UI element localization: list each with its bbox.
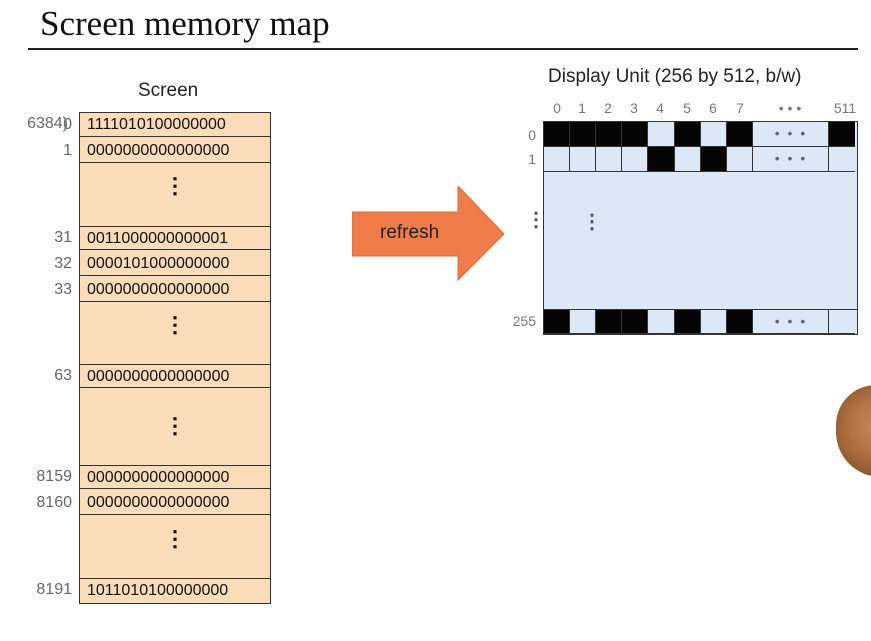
pixel-row255-col-1 bbox=[570, 310, 596, 334]
pixel-row0-col-7 bbox=[727, 122, 753, 147]
base-address-label: 6384) bbox=[27, 115, 68, 132]
pixel-ellipsis-dots: • • • bbox=[774, 125, 808, 141]
pixel-ellipsis-dots: • • • bbox=[774, 313, 808, 329]
pixel-row0-col-4 bbox=[648, 122, 675, 147]
memory-word-32: 0000101000000000 bbox=[80, 252, 270, 276]
col-label-2: 2 bbox=[604, 100, 612, 116]
pixel-row255-col-4 bbox=[648, 310, 675, 334]
pixel-row1-col-4 bbox=[648, 147, 675, 172]
row-label-ellipsis: ⋮ bbox=[526, 209, 546, 231]
memory-word-31: 0011000000000001 bbox=[80, 226, 270, 250]
pixel-row0-col-6 bbox=[701, 122, 727, 147]
pixel-ellipsis-dots: • • • bbox=[774, 150, 808, 166]
col-label-3: 3 bbox=[630, 100, 638, 116]
address-8160: 8160 bbox=[36, 494, 72, 511]
pixel-row255-col-7 bbox=[727, 310, 753, 334]
screen-memory-column: 1111010100000000 0000000000000000 ⋮ 0011… bbox=[79, 112, 271, 604]
col-label-7: 7 bbox=[736, 100, 744, 116]
pixel-row1-col-9 bbox=[829, 147, 855, 172]
refresh-arrow bbox=[352, 186, 505, 282]
memory-ellipsis-2: ⋮ bbox=[164, 312, 186, 337]
memory-word-8191: 1011010100000000 bbox=[80, 578, 270, 602]
memory-word-1: 0000000000000000 bbox=[80, 139, 270, 163]
address-33: 33 bbox=[54, 281, 72, 298]
memory-ellipsis-3: ⋮ bbox=[164, 413, 186, 438]
address-8191: 8191 bbox=[36, 581, 72, 598]
page-title: Screen memory map bbox=[40, 4, 330, 43]
presenter-hand bbox=[836, 385, 871, 477]
display-unit-label: Display Unit (256 by 512, b/w) bbox=[548, 66, 802, 87]
address-63: 63 bbox=[54, 367, 72, 384]
address-1: 1 bbox=[63, 142, 72, 159]
pixel-row1-col-0 bbox=[544, 147, 570, 172]
col-label-0: 0 bbox=[553, 100, 561, 116]
pixel-row255-col-5 bbox=[675, 310, 701, 334]
pixel-row0-col-0 bbox=[544, 122, 570, 147]
col-label-1: 1 bbox=[578, 100, 586, 116]
pixel-ellipsis-row1: • • • bbox=[753, 147, 829, 172]
display-inner-ellipsis: ⋮ bbox=[582, 211, 602, 233]
row-label-0: 0 bbox=[528, 127, 536, 143]
row-label-1: 1 bbox=[528, 151, 536, 167]
row-label-255: 255 bbox=[512, 313, 536, 329]
pixel-row1-col-3 bbox=[622, 147, 648, 172]
memory-ellipsis-1: ⋮ bbox=[164, 173, 186, 198]
pixel-row1-col-7 bbox=[727, 147, 753, 172]
refresh-label: refresh bbox=[380, 222, 440, 243]
col-label-4: 4 bbox=[656, 100, 664, 116]
title-divider bbox=[28, 48, 858, 50]
address-0: 0 bbox=[63, 116, 72, 133]
memory-word-63: 0000000000000000 bbox=[80, 364, 270, 388]
col-label-511: 511 bbox=[833, 100, 857, 116]
pixel-row255-col-0 bbox=[544, 310, 570, 334]
pixel-row255-col-3 bbox=[622, 310, 648, 334]
memory-word-8159: 0000000000000000 bbox=[80, 465, 270, 489]
memory-word-33: 0000000000000000 bbox=[80, 278, 270, 302]
pixel-row0-col-9 bbox=[829, 122, 855, 147]
pixel-row0-col-2 bbox=[596, 122, 622, 147]
pixel-ellipsis-row0: • • • bbox=[753, 122, 829, 147]
grid-separator bbox=[544, 309, 857, 310]
pixel-row255-col-6 bbox=[701, 310, 727, 334]
col-label-6: 6 bbox=[709, 100, 717, 116]
pixel-row0-col-1 bbox=[570, 122, 596, 147]
memory-ellipsis-4: ⋮ bbox=[164, 526, 186, 551]
pixel-row1-col-1 bbox=[570, 147, 596, 172]
pixel-row1-col-5 bbox=[675, 147, 701, 172]
memory-word-0: 1111010100000000 bbox=[80, 113, 270, 137]
pixel-row0-col-5 bbox=[675, 122, 701, 147]
pixel-row255-col-9 bbox=[829, 310, 855, 334]
pixel-row1-col-6 bbox=[701, 147, 727, 172]
col-label-5: 5 bbox=[683, 100, 691, 116]
address-31: 31 bbox=[54, 229, 72, 246]
display-pixel-grid: ⋮ • • • • • • • • • bbox=[543, 121, 858, 335]
pixel-row1-col-2 bbox=[596, 147, 622, 172]
memory-word-8160: 0000000000000000 bbox=[80, 491, 270, 515]
col-label-ellipsis: • • • bbox=[778, 100, 802, 116]
address-8159: 8159 bbox=[36, 468, 72, 485]
memory-label: Screen bbox=[138, 80, 199, 101]
pixel-ellipsis-row255: • • • bbox=[753, 310, 829, 334]
address-32: 32 bbox=[54, 255, 72, 272]
pixel-row255-col-2 bbox=[596, 310, 622, 334]
pixel-row0-col-3 bbox=[622, 122, 648, 147]
